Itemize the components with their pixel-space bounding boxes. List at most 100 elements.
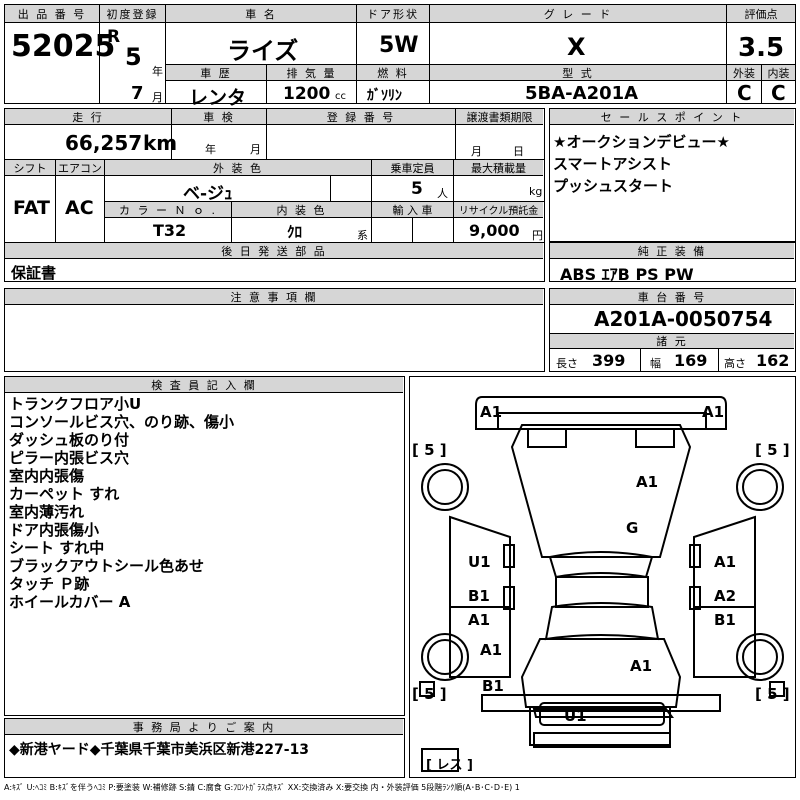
damage-mark: B1 <box>482 677 504 695</box>
disp-unit: cc <box>335 91 346 102</box>
transfer-month: 月 <box>471 145 482 158</box>
damage-mark: A1 <box>480 403 502 421</box>
inspector-line: コンソールビス穴、のり跡、傷小 <box>9 413 235 431</box>
mileage-label: 走 行 <box>5 109 171 125</box>
inspector-line: タッチ Ｐ跡 <box>9 575 90 593</box>
office-address: ◆新港ヤード◆千葉県千葉市美浜区新港227-13 <box>9 742 310 758</box>
inspector-line: カーペット すれ <box>9 485 120 503</box>
width: 169 <box>674 351 708 370</box>
inspector-line: ドア内張傷小 <box>9 521 100 539</box>
detail-panel: 走 行 66,257 km 車 検 年 月 登 録 番 号 譲渡書類期限 月 日… <box>4 108 545 282</box>
damage-mark: A1 <box>468 611 490 629</box>
sales-label: セ ー ル ス ポ イ ン ト <box>550 109 794 125</box>
color-label: 外 装 色 <box>105 160 371 176</box>
damage-mark: B1 <box>468 587 490 605</box>
history: レンタ <box>189 87 247 109</box>
int-grade: C <box>771 81 786 105</box>
width-label: 幅 <box>650 357 661 370</box>
score: 3.5 <box>738 33 785 63</box>
history-label: 車 歴 <box>166 65 266 81</box>
sales-line-2: スマートアシスト <box>553 155 672 173</box>
import-label: 輸 入 車 <box>372 202 453 218</box>
shift: FAT <box>13 197 50 219</box>
spare-tire: [ レス ] <box>426 758 473 773</box>
inspector-label: 検 査 員 記 入 欄 <box>5 377 403 393</box>
inspector-line: シート すれ中 <box>9 539 105 557</box>
inspect-label: 車 検 <box>172 109 266 125</box>
grade-label: グ レ ー ド <box>430 5 726 23</box>
ext-color: ベ-ジｭ <box>183 184 233 204</box>
recycle-label: リサイクル預託金 <box>454 202 543 218</box>
office-panel: 事 務 局 よ り ご 案 内 ◆新港ヤード◆千葉県千葉市美浜区新港227-13 <box>4 718 405 778</box>
notes-panel: 注 意 事 項 欄 <box>4 288 545 372</box>
inspector-panel: 検 査 員 記 入 欄 トランクフロア小U コンソールビス穴、のり跡、傷小 ダッ… <box>4 376 405 716</box>
length-label: 長さ <box>556 357 578 370</box>
tire-fl: [ 5 ] <box>412 441 447 459</box>
later-parts-label: 後 日 発 送 部 品 <box>5 243 543 259</box>
chassis-label: 車 台 番 号 <box>550 289 794 305</box>
int-label: 内装 <box>762 65 795 81</box>
damage-mark: G <box>626 519 638 537</box>
damage-mark: A1 <box>714 553 736 571</box>
int-color: ｸﾛ <box>287 223 303 241</box>
cap-unit: 人 <box>437 187 448 200</box>
intcolor-label: 内 装 色 <box>232 202 371 218</box>
reg-era: R <box>107 27 121 47</box>
fuel-label: 燃 料 <box>357 65 429 81</box>
inspector-line: 室内内張傷 <box>9 467 85 485</box>
color-number: T32 <box>153 221 187 240</box>
load-unit: kg <box>529 185 543 198</box>
lot-number: 52025 <box>11 29 116 64</box>
equip-label: 純 正 装 備 <box>550 243 794 259</box>
mileage-unit: km <box>143 131 178 155</box>
model-code: 5BA-A201A <box>525 83 639 104</box>
damage-mark: A1 <box>702 403 724 421</box>
damage-mark: A2 <box>714 587 736 605</box>
tire-rl: [ 5 ] <box>412 685 447 703</box>
reg-year: 5 <box>125 43 142 71</box>
later-parts: 保証書 <box>11 264 57 282</box>
car-outline: [ 5 ] [ 5 ] [ 5 ] [ 5 ] [ レス ] A1 A1 A1 … <box>412 396 790 773</box>
reg-label: 初度登録 <box>100 5 165 23</box>
damage-mark: A1 <box>480 641 502 659</box>
legend: A:ｷｽﾞ U:ﾍｺﾐ B:ｷｽﾞを伴うﾍｺﾐ P:要塗装 W:補修跡 S:錆 … <box>4 783 520 792</box>
sales-line-1: ★オークションデビュー★ <box>553 133 730 151</box>
damage-mark: U1 <box>564 707 587 725</box>
inspector-line: ブラックアウトシール色あせ <box>9 557 205 575</box>
regno-label: 登 録 番 号 <box>267 109 455 125</box>
sales-point-panel: セ ー ル ス ポ イ ン ト ★オークションデビュー★ スマートアシスト プッ… <box>549 108 796 242</box>
chassis-number: A201A-0050754 <box>594 307 773 331</box>
car-name: ライズ <box>227 37 299 65</box>
tire-fr: [ 5 ] <box>755 441 790 459</box>
damage-mark: A1 <box>636 473 658 491</box>
grade: X <box>567 33 586 61</box>
damage-mark: A1 <box>630 657 652 675</box>
lot-label: 出 品 番 号 <box>5 5 99 23</box>
shift-label: シフト <box>5 160 55 176</box>
capacity: 5 <box>411 179 423 199</box>
ac: AC <box>65 197 94 219</box>
month-unit: 月 <box>152 91 163 104</box>
tire-rr: [ 5 ] <box>755 685 790 703</box>
cap-label: 乗車定員 <box>372 160 453 176</box>
length: 399 <box>592 351 626 370</box>
dims-label: 諸 元 <box>550 333 794 349</box>
damage-mark: B1 <box>714 611 736 629</box>
reg-month: 7 <box>131 83 144 104</box>
fuel: ｶﾞｿﾘﾝ <box>367 88 402 104</box>
year-unit: 年 <box>152 65 163 78</box>
score-label: 評価点 <box>727 5 795 23</box>
load-label: 最大積載量 <box>454 160 543 176</box>
inspector-line: ホイールカバー A <box>9 593 131 611</box>
door-label: ドア形状 <box>357 5 429 23</box>
recycle-unit: 円 <box>532 229 543 242</box>
ac-label: エアコン <box>56 160 104 176</box>
equipment: ABS ｴｱB PS PW <box>560 265 694 284</box>
top-info-panel: 出 品 番 号 52025 初度登録 R 5 年 7 月 車 名 ライズ ドア形… <box>4 4 796 109</box>
inspect-month: 月 <box>250 143 261 156</box>
inspector-line: ピラー内張ビス穴 <box>9 449 130 467</box>
car-name-label: 車 名 <box>166 5 356 23</box>
ext-grade: C <box>737 81 752 105</box>
ext-label: 外装 <box>727 65 761 81</box>
displacement: 1200 <box>283 84 331 104</box>
